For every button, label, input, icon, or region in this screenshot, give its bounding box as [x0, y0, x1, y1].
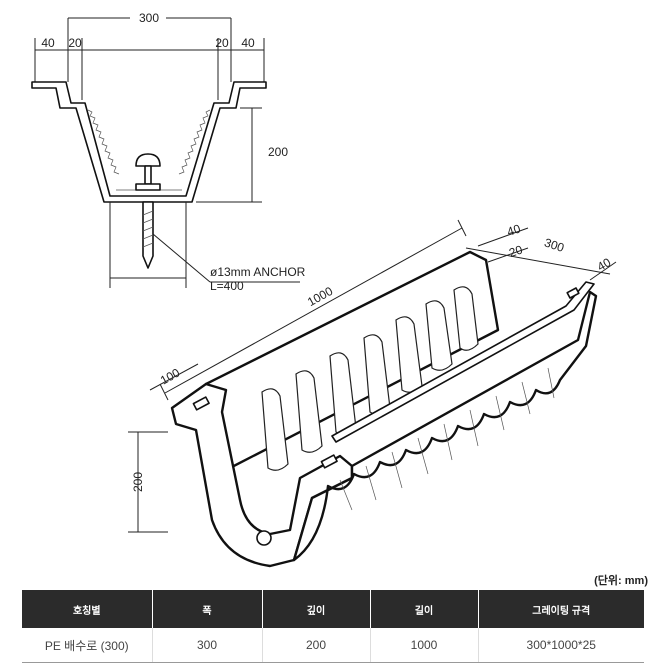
- dim-iso-top-flange: 40: [505, 221, 522, 239]
- dim-section-flange-right: 40: [241, 36, 255, 50]
- front-wall-ribs: [339, 367, 555, 511]
- dim-iso-top-width: 300: [543, 235, 567, 255]
- dim-iso-height: 200: [131, 472, 145, 492]
- anchor-spec-label: ø13mm ANCHOR: [210, 265, 306, 279]
- dim-section-step-left: 20: [68, 36, 82, 50]
- header-depth: 깊이: [261, 590, 370, 628]
- spec-table-header-row: 호칭별 폭 깊이 길이 그레이팅 규격: [22, 590, 644, 628]
- cell-length: 1000: [369, 628, 478, 663]
- cell-name: PE 배수로 (300): [22, 628, 152, 663]
- spec-table: 호칭별 폭 깊이 길이 그레이팅 규격 PE 배수로 (300) 300 200…: [22, 590, 644, 663]
- cell-depth: 200: [261, 628, 370, 663]
- dim-section-depth: 200: [268, 145, 288, 159]
- dim-section-flange-left: 40: [41, 36, 55, 50]
- dim-iso-length: 1000: [305, 284, 335, 309]
- header-length: 길이: [369, 590, 478, 628]
- cell-grating: 300*1000*25: [477, 628, 644, 663]
- cell-width: 300: [151, 628, 262, 663]
- header-grating: 그레이팅 규격: [477, 590, 644, 628]
- dim-iso-top-step: 20: [507, 242, 524, 260]
- header-width: 폭: [151, 590, 262, 628]
- isometric-view: 1000 100 40 20 300 40 200: [128, 219, 617, 568]
- technical-drawing: 300 40 20 20 40 200 ø1: [31, 11, 617, 568]
- table-row: PE 배수로 (300) 300 200 1000 300*1000*25: [22, 628, 644, 663]
- unit-note: (단위: mm): [594, 575, 648, 587]
- dim-section-step-right: 20: [215, 36, 229, 50]
- dim-iso-top-flange-right: 40: [595, 255, 614, 274]
- cross-section-view: 300 40 20 20 40 200 ø1: [31, 11, 306, 293]
- anchor-length-label: L=400: [210, 279, 244, 293]
- header-name: 호칭별: [22, 590, 152, 628]
- dim-section-width: 300: [139, 11, 159, 25]
